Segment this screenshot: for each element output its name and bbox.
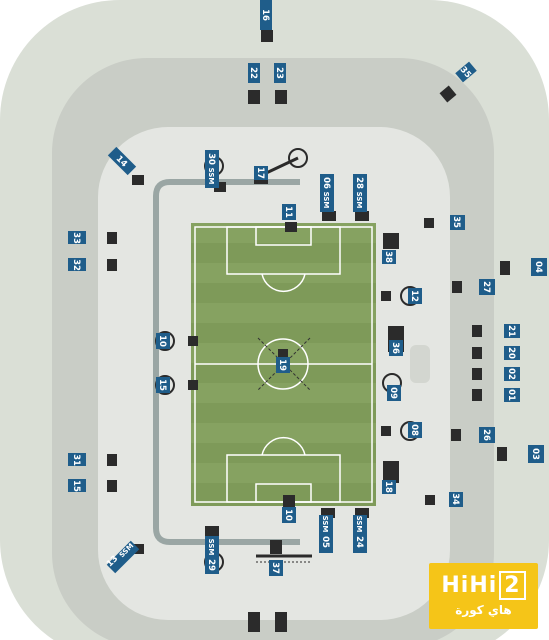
cam-20: 20 — [504, 346, 520, 360]
svg-text:28: 28 — [354, 177, 364, 189]
svg-text:23: 23 — [274, 67, 284, 79]
cam-32: 32 — [68, 258, 86, 271]
cam-21: 21 — [504, 324, 520, 338]
svg-text:04: 04 — [533, 261, 543, 273]
svg-text:30: 30 — [206, 153, 216, 165]
logo-subtitle: هاي كورة — [455, 603, 512, 617]
cam-34: 34 — [449, 492, 463, 507]
svg-text:32: 32 — [71, 259, 81, 271]
svg-text:10: 10 — [157, 335, 167, 347]
cam-35-right: 35 — [450, 215, 465, 230]
svg-text:36: 36 — [390, 342, 400, 354]
logo-main-box: 2 — [499, 571, 526, 600]
svg-text:02: 02 — [506, 368, 516, 380]
svg-text:09: 09 — [388, 387, 398, 399]
svg-text:10: 10 — [283, 509, 293, 521]
svg-text:21: 21 — [506, 325, 516, 337]
cam-15-outer: 15 — [68, 479, 86, 492]
svg-text:01: 01 — [506, 389, 516, 401]
cam-36: 36 — [389, 340, 403, 356]
cam-03: 03 — [528, 445, 544, 463]
cam-24: 24 SSM — [353, 515, 367, 553]
cam-31: 31 — [68, 453, 86, 466]
svg-text:SSM: SSM — [355, 192, 363, 209]
pitch — [191, 223, 376, 506]
cam-01: 01 — [504, 388, 520, 402]
cam-22: 22 — [248, 63, 260, 83]
cam-05: 05 SSM — [319, 515, 333, 553]
svg-text:15: 15 — [71, 480, 81, 492]
cam-19: 19 — [276, 357, 290, 373]
camera-bodies — [107, 30, 510, 632]
svg-text:SSM: SSM — [321, 516, 329, 533]
logo-main-text: HiHi — [441, 573, 498, 598]
cam-27: 27 — [479, 279, 495, 295]
cam-11: 11 — [282, 204, 296, 220]
svg-text:SSM: SSM — [322, 192, 330, 209]
svg-text:24: 24 — [354, 536, 364, 548]
tunnel — [410, 345, 430, 383]
svg-text:15: 15 — [157, 379, 167, 391]
svg-text:20: 20 — [506, 347, 516, 359]
cam-09: 09 — [387, 385, 401, 401]
svg-text:06: 06 — [321, 177, 331, 189]
cam-33: 33 — [68, 231, 86, 244]
cam-12: 12 — [408, 288, 422, 304]
cam-18: 18 — [382, 480, 396, 494]
svg-text:16: 16 — [260, 9, 270, 21]
svg-text:27: 27 — [481, 281, 491, 293]
cam-17: 17 — [254, 166, 268, 180]
svg-text:SSM: SSM — [207, 168, 215, 185]
cam-26: 26 — [479, 427, 495, 443]
svg-text:38: 38 — [383, 251, 393, 263]
svg-text:08: 08 — [409, 424, 419, 436]
svg-text:03: 03 — [530, 448, 540, 460]
cam-37: 37 — [269, 560, 283, 576]
cam-29: 29 SSM — [205, 536, 219, 574]
svg-text:22: 22 — [248, 67, 258, 79]
cam-08: 08 — [408, 422, 422, 438]
svg-text:SSM: SSM — [207, 539, 215, 556]
svg-text:26: 26 — [481, 429, 491, 441]
cam-16: 16 — [260, 0, 272, 30]
svg-text:33: 33 — [71, 232, 81, 244]
svg-text:18: 18 — [383, 481, 393, 493]
cam-02: 02 — [504, 367, 520, 381]
svg-text:37: 37 — [270, 562, 280, 574]
svg-text:34: 34 — [450, 493, 460, 505]
svg-text:11: 11 — [283, 206, 293, 218]
svg-text:29: 29 — [206, 559, 216, 571]
svg-text:31: 31 — [71, 454, 81, 466]
rail-bottom — [256, 554, 312, 563]
cam-38: 38 — [382, 250, 396, 264]
svg-text:05: 05 — [320, 536, 330, 548]
cam-04: 04 — [531, 258, 547, 276]
svg-text:SSM: SSM — [355, 516, 363, 533]
svg-text:35: 35 — [451, 216, 461, 228]
svg-text:19: 19 — [277, 359, 287, 371]
cam-10-left: 10 — [156, 333, 170, 349]
svg-text:17: 17 — [255, 167, 265, 179]
svg-text:12: 12 — [409, 290, 419, 302]
camera-track — [153, 179, 300, 545]
cam-15-left: 15 — [156, 377, 170, 393]
cam-10-bottom: 10 — [282, 507, 296, 523]
cam-35-top: 35 — [455, 61, 477, 83]
cam-23: 23 — [274, 63, 286, 83]
